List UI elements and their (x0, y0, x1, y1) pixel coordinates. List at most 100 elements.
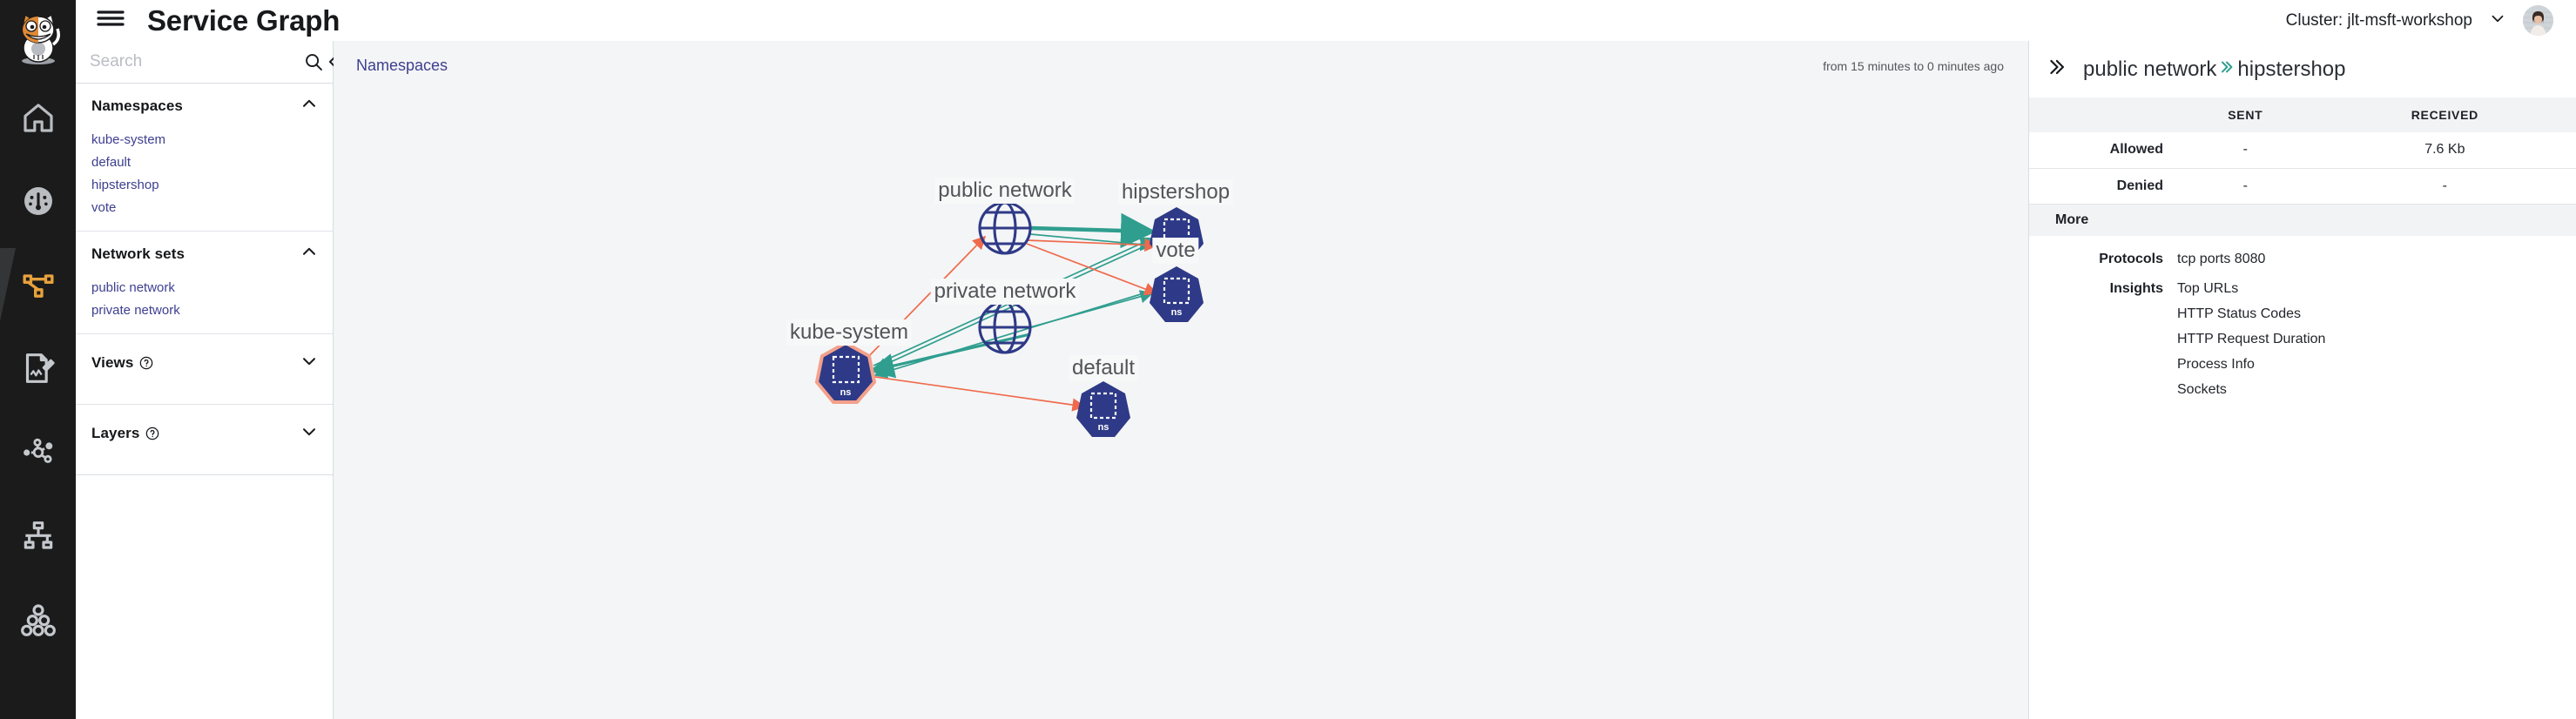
sidebar-item-label[interactable]: hipstershop (91, 177, 159, 192)
svg-text:ns: ns (1171, 307, 1183, 318)
chevron-down-icon[interactable] (2488, 9, 2507, 32)
help-circle-icon[interactable] (139, 356, 153, 370)
insight-item-process-info[interactable]: Process Info (2177, 356, 2255, 372)
sidebar-item-kube-system[interactable]: kube-system (76, 128, 333, 151)
graph-canvas[interactable]: ns ns ns ns public network (334, 91, 2028, 719)
sidebar: Namespaces kube-system default hipstersh… (76, 0, 342, 719)
sidebar-item-public-network[interactable]: public network (76, 276, 333, 299)
sidebar-item-label[interactable]: public network (91, 279, 175, 295)
rail-item-nodes[interactable] (0, 494, 76, 577)
insight-item-sockets[interactable]: Sockets (2177, 381, 2227, 397)
breadcrumb[interactable]: Namespaces (356, 57, 448, 74)
rail-item-policies[interactable] (0, 326, 76, 410)
graph-svg: ns ns ns ns (814, 201, 1204, 437)
row-label-denied: Denied (2029, 168, 2177, 205)
chevron-down-icon[interactable] (300, 352, 319, 375)
graph-panel: Namespaces from 15 minutes to 0 minutes … (334, 0, 2029, 719)
rail-item-dashboard[interactable] (0, 159, 76, 243)
cluster-label[interactable]: Cluster: jlt-msft-workshop (2285, 10, 2472, 30)
search-icon[interactable] (303, 47, 324, 77)
home-icon (21, 100, 56, 135)
chevron-up-icon[interactable] (300, 94, 319, 118)
calico-cat-logo[interactable] (0, 0, 76, 76)
rail-item-network-topology[interactable] (0, 410, 76, 494)
protocols-value: tcp ports 8080 (2177, 251, 2266, 266)
chevron-double-right-icon[interactable] (2047, 56, 2069, 83)
chevron-down-icon[interactable] (300, 422, 319, 446)
sidebar-item-hipstershop[interactable]: hipstershop (76, 173, 333, 196)
protocols-row: Protocols tcp ports 8080 (2029, 236, 2576, 267)
graph-header: Namespaces from 15 minutes to 0 minutes … (334, 41, 2028, 91)
rail-item-home[interactable] (0, 76, 76, 159)
service-graph-icon (21, 267, 56, 302)
sidebar-item-label[interactable]: default (91, 154, 131, 170)
sidebar-item-label[interactable]: private network (91, 302, 180, 318)
graph-node-label-vote[interactable]: vote (1152, 238, 1199, 264)
sidebar-section-views: Views (76, 334, 333, 405)
svg-text:ns: ns (840, 387, 852, 398)
sidebar-section-title: Network sets (91, 245, 185, 262)
table-header-row: SENT RECEIVED (2029, 97, 2576, 132)
insight-item-http-request-duration[interactable]: HTTP Request Duration (2177, 331, 2326, 346)
time-range-label[interactable]: from 15 minutes to 0 minutes ago (1823, 58, 2004, 73)
detail-title: public network hipstershop (2083, 57, 2346, 82)
graph-node-label-kube-system[interactable]: kube-system (786, 319, 913, 346)
graph-node-label-public-network[interactable]: public network (934, 178, 1076, 204)
rail-item-cluster-mesh[interactable] (0, 577, 76, 661)
sidebar-item-private-network[interactable]: private network (76, 299, 333, 321)
nodes-hierarchy-icon (21, 518, 56, 553)
cluster-selector[interactable]: Cluster: jlt-msft-workshop (2286, 0, 2576, 41)
chevron-up-icon[interactable] (300, 242, 319, 265)
page-title: Service Graph (147, 3, 341, 37)
help-circle-icon[interactable] (145, 427, 159, 440)
insight-item-top-urls[interactable]: Top URLs (2177, 280, 2239, 296)
sidebar-section-header-network-sets[interactable]: Network sets (76, 232, 333, 276)
insights-row: Insights Top URLs HTTP Status Codes HTTP… (2029, 267, 2576, 398)
insights-label: Insights (2109, 280, 2163, 296)
cell-allowed-sent: - (2177, 132, 2314, 169)
rail-item-service-graph[interactable] (0, 243, 76, 326)
protocols-label: Protocols (2099, 251, 2163, 266)
graph-node-kube-system: ns (814, 340, 877, 404)
dashboard-gauge-icon (21, 184, 56, 218)
sidebar-section-header-views[interactable]: Views (76, 334, 333, 392)
sidebar-section-title: Namespaces (91, 97, 183, 114)
sidebar-section-title: Layers (91, 425, 140, 441)
sidebar-item-label[interactable]: kube-system (91, 131, 166, 147)
hamburger-icon[interactable] (95, 5, 126, 36)
svg-text:ns: ns (1098, 422, 1109, 433)
graph-node-label-hipstershop[interactable]: hipstershop (1117, 179, 1234, 205)
more-section-header[interactable]: More (2029, 204, 2576, 236)
table-header-received: RECEIVED (2313, 97, 2576, 132)
detail-target-label[interactable]: hipstershop (2237, 57, 2346, 81)
graph-node-label-private-network[interactable]: private network (930, 279, 1080, 305)
detail-source-label[interactable]: public network (2083, 57, 2217, 81)
insight-item-http-status-codes[interactable]: HTTP Status Codes (2177, 306, 2301, 321)
search-input[interactable] (90, 52, 303, 71)
sidebar-item-label[interactable]: vote (91, 199, 117, 215)
detail-panel: public network hipstershop SENT RECEIVED (2029, 0, 2576, 719)
sidebar-item-default[interactable]: default (76, 151, 333, 173)
table-row: Denied - - (2029, 168, 2576, 205)
sidebar-section-layers: Layers (76, 405, 333, 475)
graph-node-label-default[interactable]: default (1068, 355, 1139, 381)
cluster-mesh-icon (20, 601, 56, 636)
sidebar-section-title: Views (91, 354, 134, 371)
sidebar-section-header-layers[interactable]: Layers (76, 405, 333, 462)
table-row: Allowed - 7.6 Kb (2029, 132, 2576, 169)
network-topology-icon (21, 434, 56, 469)
sidebar-item-vote[interactable]: vote (76, 196, 333, 218)
sidebar-filler (76, 475, 333, 719)
graph-node-vote: ns (1150, 266, 1204, 322)
sidebar-section-header-namespaces[interactable]: Namespaces (76, 84, 333, 128)
chevron-double-right-icon (2218, 58, 2235, 81)
traffic-table: SENT RECEIVED Allowed - 7.6 Kb Denied - … (2029, 97, 2576, 205)
cell-denied-sent: - (2177, 168, 2314, 205)
top-header: Service Graph Cluster: jlt-msft-workshop (76, 0, 2576, 41)
table-header-sent: SENT (2177, 97, 2314, 132)
avatar[interactable] (2523, 5, 2553, 36)
search-row (76, 41, 342, 84)
policy-document-edit-icon (21, 351, 56, 386)
detail-header: public network hipstershop (2029, 41, 2576, 97)
row-label-allowed: Allowed (2029, 132, 2177, 169)
